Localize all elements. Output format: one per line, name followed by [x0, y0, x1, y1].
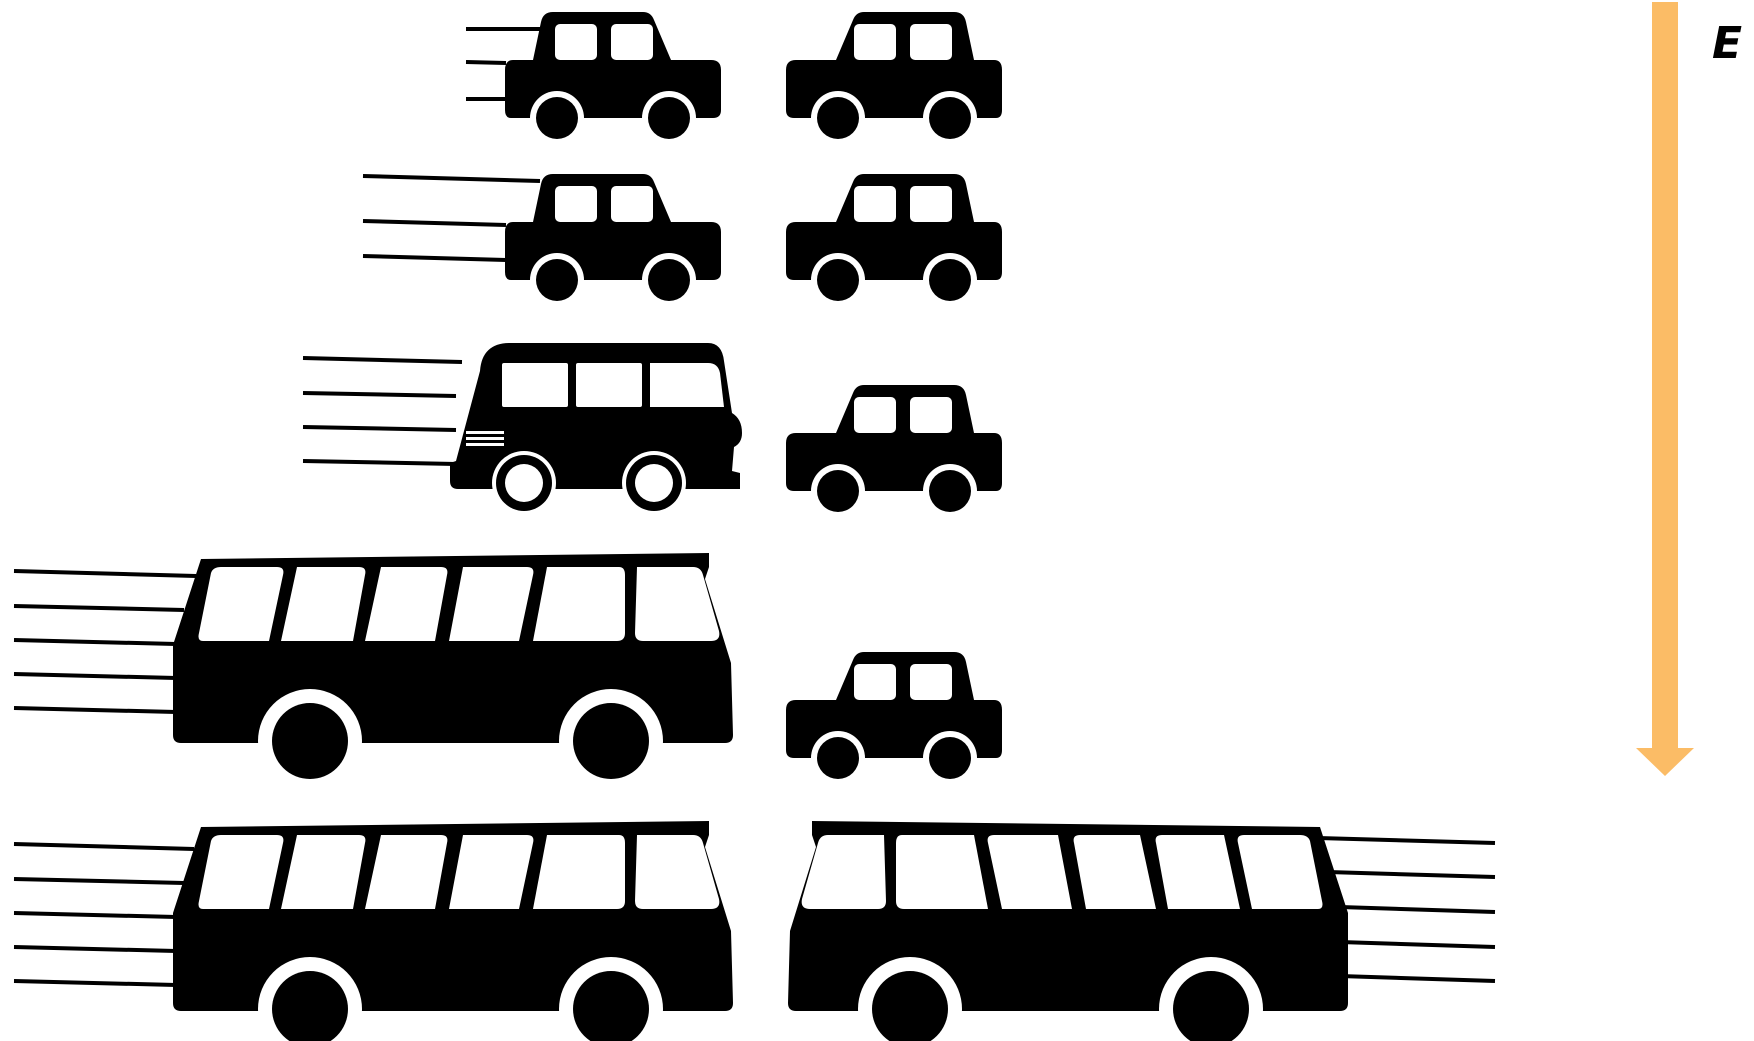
row-3 — [303, 343, 1002, 518]
row-1 — [466, 12, 1002, 145]
van-icon — [450, 343, 742, 515]
row-4 — [14, 553, 1002, 793]
speed-lines — [14, 844, 194, 985]
bus-icon — [788, 821, 1348, 1041]
energy-axis-label: E — [1712, 22, 1742, 66]
energy-arrow — [1636, 2, 1694, 776]
bus-icon — [173, 553, 733, 793]
car-icon — [505, 174, 721, 307]
car-icon — [786, 174, 1002, 307]
car-icon — [786, 385, 1002, 518]
car-icon — [786, 652, 1002, 785]
car-icon — [505, 12, 721, 145]
speed-lines — [14, 571, 196, 712]
row-2 — [363, 174, 1002, 307]
row-5 — [14, 821, 1495, 1041]
speed-lines — [303, 358, 462, 464]
car-icon — [786, 12, 1002, 145]
bus-icon — [173, 821, 733, 1041]
